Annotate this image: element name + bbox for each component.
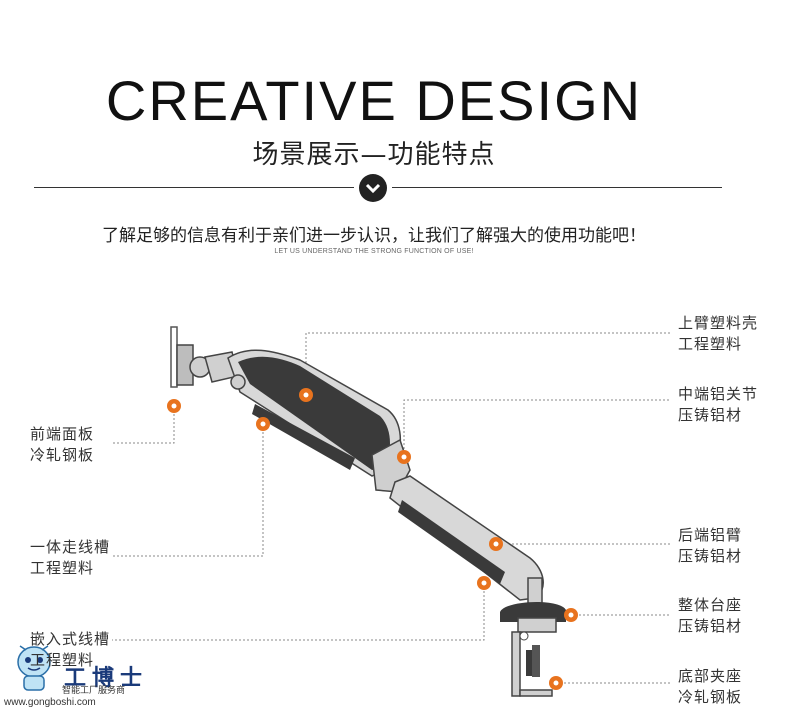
watermark-url: www.gongboshi.com xyxy=(4,697,96,708)
marker-middle-joint xyxy=(397,450,411,464)
intro-text: 了解足够的信息有利于亲们进一步认识，让我们了解强大的使用功能吧！ xyxy=(102,226,646,246)
marker-dots xyxy=(167,388,578,690)
rear-arm-shape xyxy=(389,475,544,601)
marker-front-panel xyxy=(167,399,181,413)
mascot-logo xyxy=(17,645,51,691)
clamp-shape xyxy=(511,631,553,697)
front-panel-shape xyxy=(170,326,239,388)
label-rear-arm: 后端铝臂 压铸铝材 xyxy=(678,526,743,565)
chevron-down-icon xyxy=(359,174,387,202)
label-embedded-channel: 嵌入式线槽 工程塑料 xyxy=(30,630,111,669)
label-cable-channel: 一体走线槽 工程塑料 xyxy=(30,538,111,577)
watermark-tagline: 智能工厂服务商 xyxy=(62,686,126,696)
marker-base xyxy=(564,608,578,622)
upper-arm-shape xyxy=(227,349,402,477)
leader-lines xyxy=(112,332,670,684)
page-title: CREATIVE DESIGN xyxy=(105,69,643,132)
marker-cable-channel xyxy=(256,417,270,431)
marker-embedded-channel xyxy=(477,576,491,590)
label-middle-joint: 中端铝关节 压铸铝材 xyxy=(678,385,759,424)
base-shape xyxy=(500,577,566,633)
label-clamp: 底部夹座 冷轧钢板 xyxy=(678,667,743,706)
label-front-panel: 前端面板 冷轧钢板 xyxy=(30,425,95,464)
label-base: 整体台座 压铸铝材 xyxy=(678,596,743,635)
marker-clamp xyxy=(549,676,563,690)
divider-right xyxy=(392,187,722,188)
page-subtitle: 场景展示—功能特点 xyxy=(252,140,496,170)
watermark-brand: 工博士 xyxy=(64,665,149,691)
divider-left xyxy=(34,187,354,188)
label-upper-arm: 上臂塑料壳 工程塑料 xyxy=(678,314,759,353)
intro-text-en: LET US UNDERSTAND THE STRONG FUNCTION OF… xyxy=(274,248,474,255)
marker-rear-arm xyxy=(489,537,503,551)
marker-upper-arm xyxy=(299,388,313,402)
